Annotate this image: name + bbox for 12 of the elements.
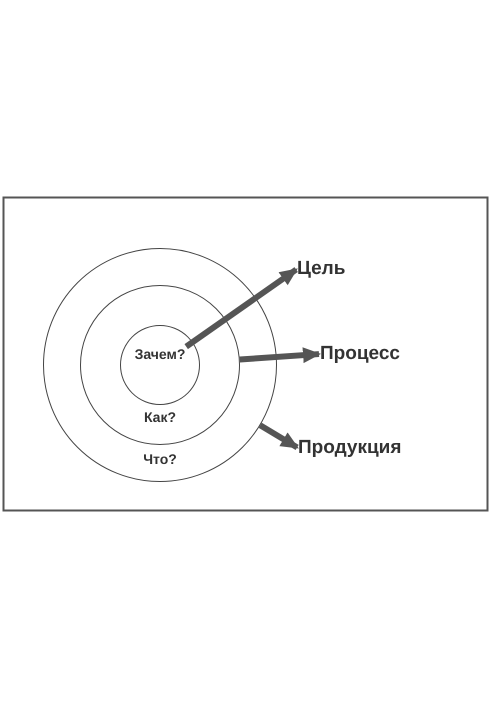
- circle-label: Что?: [143, 451, 177, 467]
- target-label: Продукция: [298, 437, 402, 459]
- arrow: [258, 422, 299, 450]
- middle-circle: [80, 285, 240, 445]
- inner-circle: [120, 325, 200, 405]
- circle-label: Зачем?: [134, 346, 186, 362]
- target-label: Цель: [297, 258, 346, 280]
- arrow: [184, 267, 298, 350]
- target-label: Процесс: [320, 343, 400, 365]
- arrow: [240, 347, 321, 364]
- circle-label: Как?: [144, 409, 176, 425]
- outer-circle: [43, 248, 277, 482]
